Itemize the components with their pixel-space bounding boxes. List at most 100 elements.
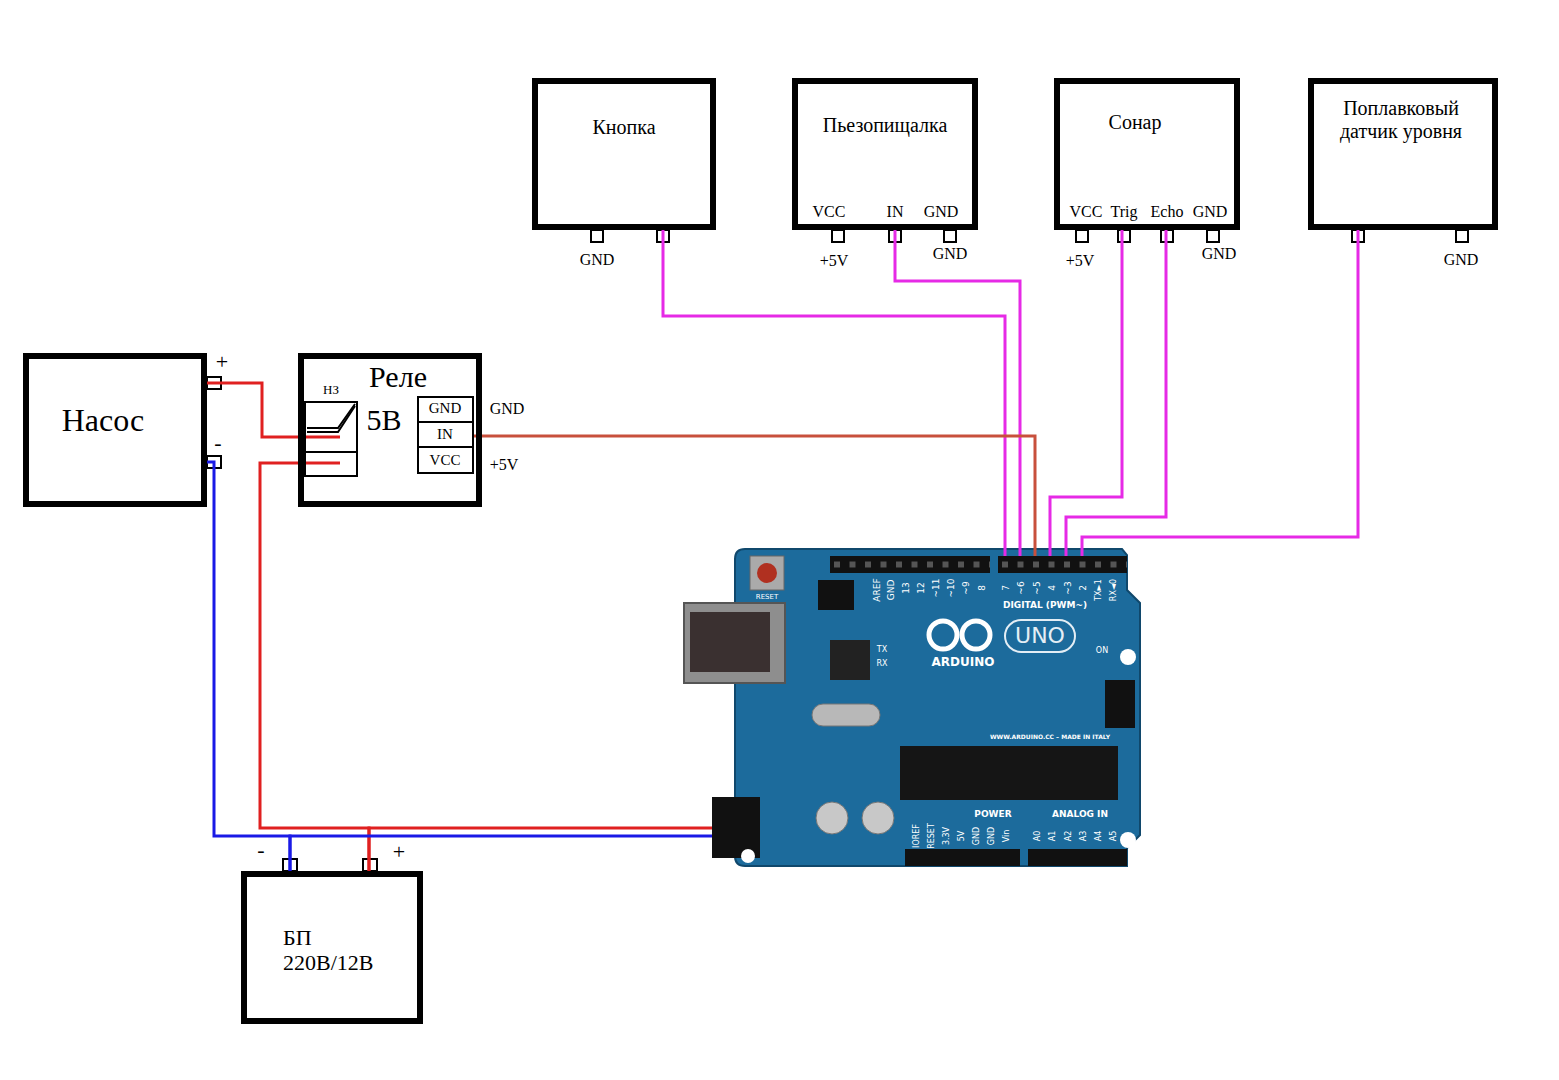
node-text: ARDUINO bbox=[932, 656, 995, 670]
silkscreen-label: 13 bbox=[901, 582, 911, 593]
wire bbox=[1066, 230, 1166, 556]
silkscreen-label: A0 bbox=[1033, 831, 1042, 842]
pin-stub bbox=[1456, 230, 1468, 242]
pin-label: GND bbox=[924, 203, 959, 221]
pin-label: GND bbox=[580, 251, 615, 269]
wire bbox=[369, 828, 712, 871]
contact-symbol bbox=[305, 402, 357, 476]
node-text: 5В bbox=[366, 403, 401, 438]
pin-header bbox=[905, 849, 1020, 866]
pin-label: Trig bbox=[1111, 203, 1138, 221]
pin-stub bbox=[1207, 230, 1219, 242]
pin-label: +5V bbox=[490, 456, 519, 474]
wire bbox=[1050, 230, 1122, 556]
silkscreen-label: ANALOG IN bbox=[1052, 809, 1108, 819]
component-box: Насос bbox=[23, 353, 207, 507]
pin-stubs bbox=[207, 230, 1468, 871]
arduino-board bbox=[684, 549, 1140, 866]
silkscreen-label: DIGITAL (PWM~) bbox=[1003, 600, 1087, 610]
silkscreen-label: A2 bbox=[1064, 831, 1073, 842]
reset-button bbox=[757, 563, 777, 583]
node-text: IN bbox=[437, 426, 453, 443]
pin-label: VCC bbox=[1070, 203, 1103, 221]
pin-label: НЗ bbox=[323, 383, 339, 398]
silkscreen-label: 12 bbox=[916, 582, 926, 593]
relay-contact bbox=[300, 402, 357, 476]
pin-label: Echo bbox=[1151, 203, 1184, 221]
node-text: Поплавковый датчик уровня bbox=[1316, 97, 1486, 143]
node-text: GND bbox=[429, 400, 462, 417]
pin-label: GND bbox=[1193, 203, 1228, 221]
pin-label: - bbox=[257, 837, 264, 862]
pin-label: GND bbox=[933, 245, 968, 263]
silkscreen-label: TX►1 bbox=[1094, 579, 1103, 601]
pin-box: IN bbox=[417, 421, 474, 448]
contact-symbol bbox=[307, 406, 355, 432]
node-text: UNO bbox=[1015, 623, 1065, 648]
node-text: Реле bbox=[369, 360, 427, 395]
silkscreen-label: RX◄0 bbox=[1109, 579, 1118, 601]
pin-label: IN bbox=[887, 203, 904, 221]
pin-label: + bbox=[393, 839, 405, 864]
pin-stub bbox=[832, 230, 844, 242]
silkscreen-label: ~6 bbox=[1016, 581, 1026, 594]
silkscreen-label: TX bbox=[877, 645, 887, 654]
silkscreen-label: GND bbox=[987, 827, 996, 845]
silkscreen-label: ~3 bbox=[1063, 581, 1073, 594]
crystal bbox=[812, 704, 880, 726]
silkscreen-label: A5 bbox=[1109, 831, 1118, 842]
wire bbox=[290, 836, 712, 871]
pin-box: VCC bbox=[417, 446, 474, 474]
component-box: Поплавковый датчик уровня bbox=[1308, 78, 1498, 230]
logo bbox=[1005, 620, 1075, 652]
pin-stub bbox=[1118, 230, 1130, 242]
node-text: VCC bbox=[430, 452, 461, 469]
pin-header bbox=[1028, 849, 1127, 866]
silkscreen-label: WWW.ARDUINO.CC – MADE IN ITALY bbox=[990, 734, 1110, 741]
usb-connector bbox=[690, 612, 770, 672]
usb-connector bbox=[684, 603, 785, 683]
silkscreen-label: ~10 bbox=[946, 579, 956, 598]
component-box: Кнопка bbox=[532, 78, 716, 230]
wire bbox=[1082, 230, 1358, 556]
silkscreen-label: A4 bbox=[1094, 831, 1103, 842]
capacitor bbox=[816, 802, 848, 834]
silkscreen-label: IOREF bbox=[912, 824, 921, 848]
silkscreen-label: 8 bbox=[977, 585, 987, 591]
silkscreen-label: ~11 bbox=[931, 579, 941, 598]
node-text: БП 220В/12В bbox=[283, 925, 398, 976]
silkscreen-label: ON bbox=[1096, 646, 1108, 655]
usb-chip bbox=[830, 640, 870, 680]
silkscreen-label: ~5 bbox=[1032, 581, 1042, 594]
jumper bbox=[818, 580, 854, 610]
pin-box: GND bbox=[417, 396, 474, 423]
pin-label: VCC bbox=[813, 203, 846, 221]
pin-holes bbox=[834, 562, 990, 568]
logo bbox=[929, 621, 957, 649]
contact-symbol bbox=[305, 451, 357, 453]
wire bbox=[474, 436, 1035, 556]
silkscreen-label: A3 bbox=[1079, 831, 1088, 842]
logo bbox=[962, 621, 990, 649]
silkscreen-label: 3.3V bbox=[942, 827, 951, 845]
mount-hole bbox=[741, 849, 755, 863]
wire bbox=[895, 230, 1020, 556]
pin-header bbox=[998, 556, 1127, 573]
node-text: Пьезопищалка bbox=[823, 114, 948, 137]
silkscreen-label: ~9 bbox=[961, 581, 971, 594]
silkscreen-label: RESET bbox=[927, 823, 936, 849]
pin-stub bbox=[591, 230, 603, 242]
pin-label: + bbox=[216, 349, 228, 374]
silkscreen-label: RESET bbox=[756, 593, 778, 601]
power-supply-box: БП 220В/12В bbox=[241, 871, 423, 1024]
wire bbox=[207, 462, 290, 871]
pin-label: GND bbox=[490, 400, 525, 418]
pin-label: +5V bbox=[1066, 252, 1095, 270]
mount-hole bbox=[1120, 832, 1136, 848]
silkscreen-label: AREF bbox=[872, 578, 882, 601]
pin-header bbox=[830, 556, 990, 573]
reset-button bbox=[750, 556, 784, 590]
node-text: Сонар bbox=[1109, 111, 1162, 134]
silkscreen-label: RX bbox=[876, 659, 887, 668]
